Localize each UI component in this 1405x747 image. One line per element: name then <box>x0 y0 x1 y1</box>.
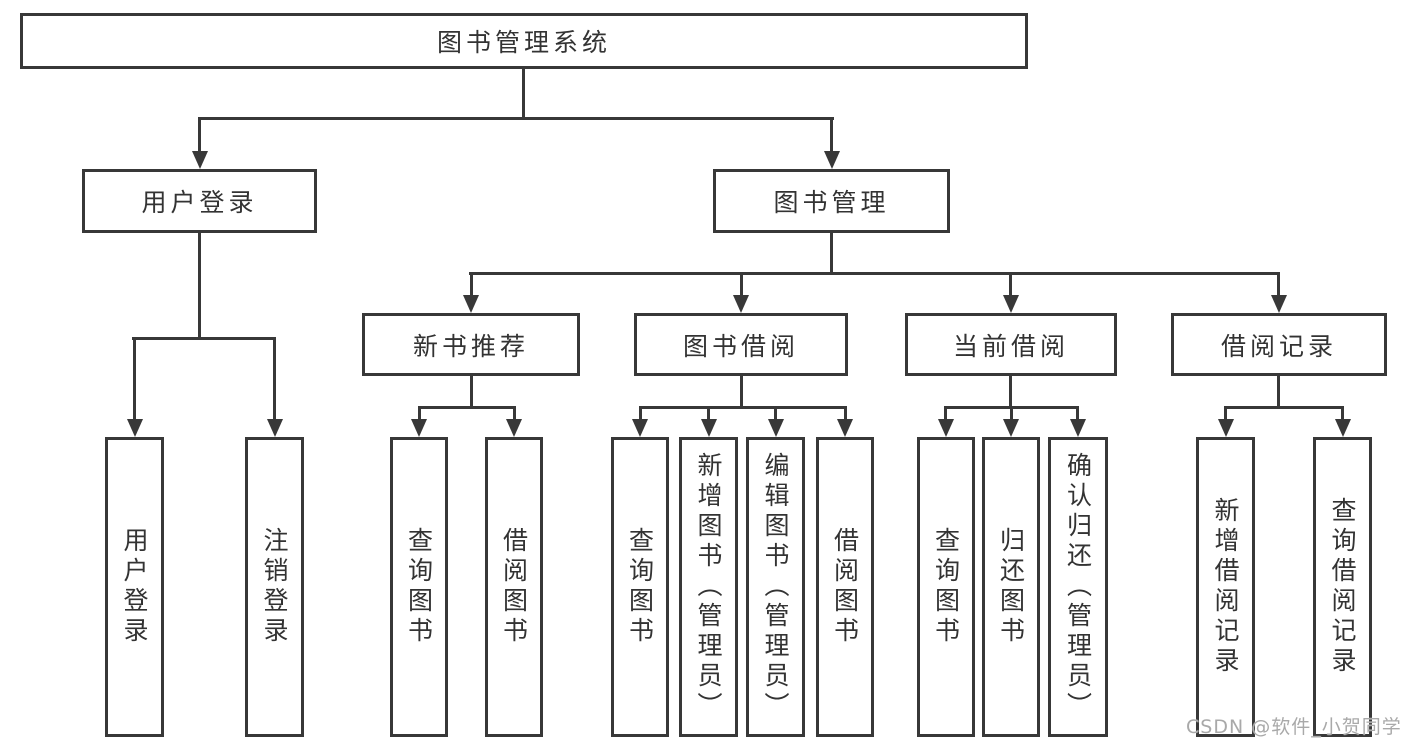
connector-book-mgmt-rail <box>469 272 1280 275</box>
arrowhead-leaf-query-record <box>1335 419 1351 437</box>
arrowhead-leaf-confirm <box>1070 419 1086 437</box>
connector-new-book-drop <box>470 272 473 298</box>
node-borrow-records: 借阅记录 <box>1171 313 1387 376</box>
arrowhead-leaf-edit-book <box>768 419 784 437</box>
connector-current-borrow-drop <box>1009 272 1012 298</box>
connector-leaf-add-record-drop <box>1224 406 1227 422</box>
node-current-borrow: 当前借阅 <box>905 313 1117 376</box>
connector-user-login-drop <box>198 117 201 154</box>
connector-borrow-records-drop <box>1277 272 1280 298</box>
leaf-query-books-3: 查询图书 <box>917 437 975 737</box>
connector-leaf-user-login-drop <box>133 337 136 421</box>
connector-book-borrow-stem <box>740 376 743 407</box>
connector-leaf-return-drop <box>1010 406 1013 422</box>
connector-leaf-confirm-drop <box>1076 406 1079 422</box>
connector-book-mgmt-stem <box>830 233 833 274</box>
connector-book-borrow-drop <box>740 272 743 298</box>
leaf-query-books-1: 查询图书 <box>390 437 448 737</box>
connector-user-login-rail <box>132 337 276 340</box>
node-book-borrow: 图书借阅 <box>634 313 848 376</box>
connector-leaf-query3-drop <box>944 406 947 422</box>
connector-book-mgmt-drop <box>830 117 833 154</box>
arrowhead-user-login <box>192 151 208 169</box>
node-new-book-rec: 新书推荐 <box>362 313 580 376</box>
arrowhead-leaf-borrow1 <box>506 419 522 437</box>
node-user-login: 用户登录 <box>82 169 317 233</box>
leaf-logout: 注销登录 <box>245 437 304 737</box>
arrowhead-leaf-user-login <box>127 419 143 437</box>
arrowhead-new-book <box>463 295 479 313</box>
connector-borrow-records-stem <box>1277 376 1280 407</box>
arrowhead-leaf-borrow2 <box>837 419 853 437</box>
connector-root-stem <box>522 69 525 118</box>
arrowhead-leaf-query2 <box>632 419 648 437</box>
connector-leaf-add-book-drop <box>707 406 710 422</box>
node-book-mgmt: 图书管理 <box>713 169 950 233</box>
connector-leaf-borrow2-drop <box>844 406 847 422</box>
leaf-add-borrow-record: 新增借阅记录 <box>1196 437 1255 737</box>
connector-root-rail <box>198 117 834 120</box>
arrowhead-book-mgmt <box>824 151 840 169</box>
arrowhead-leaf-add-book <box>701 419 717 437</box>
leaf-query-books-2: 查询图书 <box>611 437 669 737</box>
arrowhead-leaf-logout <box>267 419 283 437</box>
leaf-user-login: 用户登录 <box>105 437 164 737</box>
leaf-borrow-books-1: 借阅图书 <box>485 437 543 737</box>
connector-current-borrow-stem <box>1009 376 1012 407</box>
connector-leaf-query2-drop <box>639 406 642 422</box>
arrowhead-leaf-return <box>1003 419 1019 437</box>
connector-leaf-edit-book-drop <box>774 406 777 422</box>
connector-leaf-logout-drop <box>273 337 276 421</box>
leaf-borrow-books-2: 借阅图书 <box>816 437 874 737</box>
arrowhead-book-borrow <box>733 295 749 313</box>
connector-user-login-stem <box>198 233 201 339</box>
connector-borrow-records-rail <box>1224 406 1343 409</box>
watermark: CSDN @软件_小贺同学 <box>1186 716 1402 738</box>
connector-leaf-query-record-drop <box>1341 406 1344 422</box>
connector-leaf-borrow1-drop <box>513 406 516 422</box>
arrowhead-leaf-add-record <box>1218 419 1234 437</box>
leaf-query-borrow-record: 查询借阅记录 <box>1313 437 1372 737</box>
leaf-edit-book-admin: 编辑图书（管理员） <box>746 437 805 737</box>
connector-leaf-query1-drop <box>418 406 421 422</box>
arrowhead-borrow-records <box>1271 295 1287 313</box>
connector-book-borrow-rail <box>639 406 847 409</box>
leaf-add-book-admin: 新增图书（管理员） <box>679 437 738 737</box>
connector-new-book-stem <box>470 376 473 407</box>
arrowhead-leaf-query3 <box>938 419 954 437</box>
arrowhead-current-borrow <box>1003 295 1019 313</box>
connector-new-book-rail <box>418 406 516 409</box>
arrowhead-leaf-query1 <box>411 419 427 437</box>
leaf-return-book: 归还图书 <box>982 437 1040 737</box>
leaf-confirm-return-admin: 确认归还（管理员） <box>1048 437 1108 737</box>
node-root: 图书管理系统 <box>20 13 1028 69</box>
